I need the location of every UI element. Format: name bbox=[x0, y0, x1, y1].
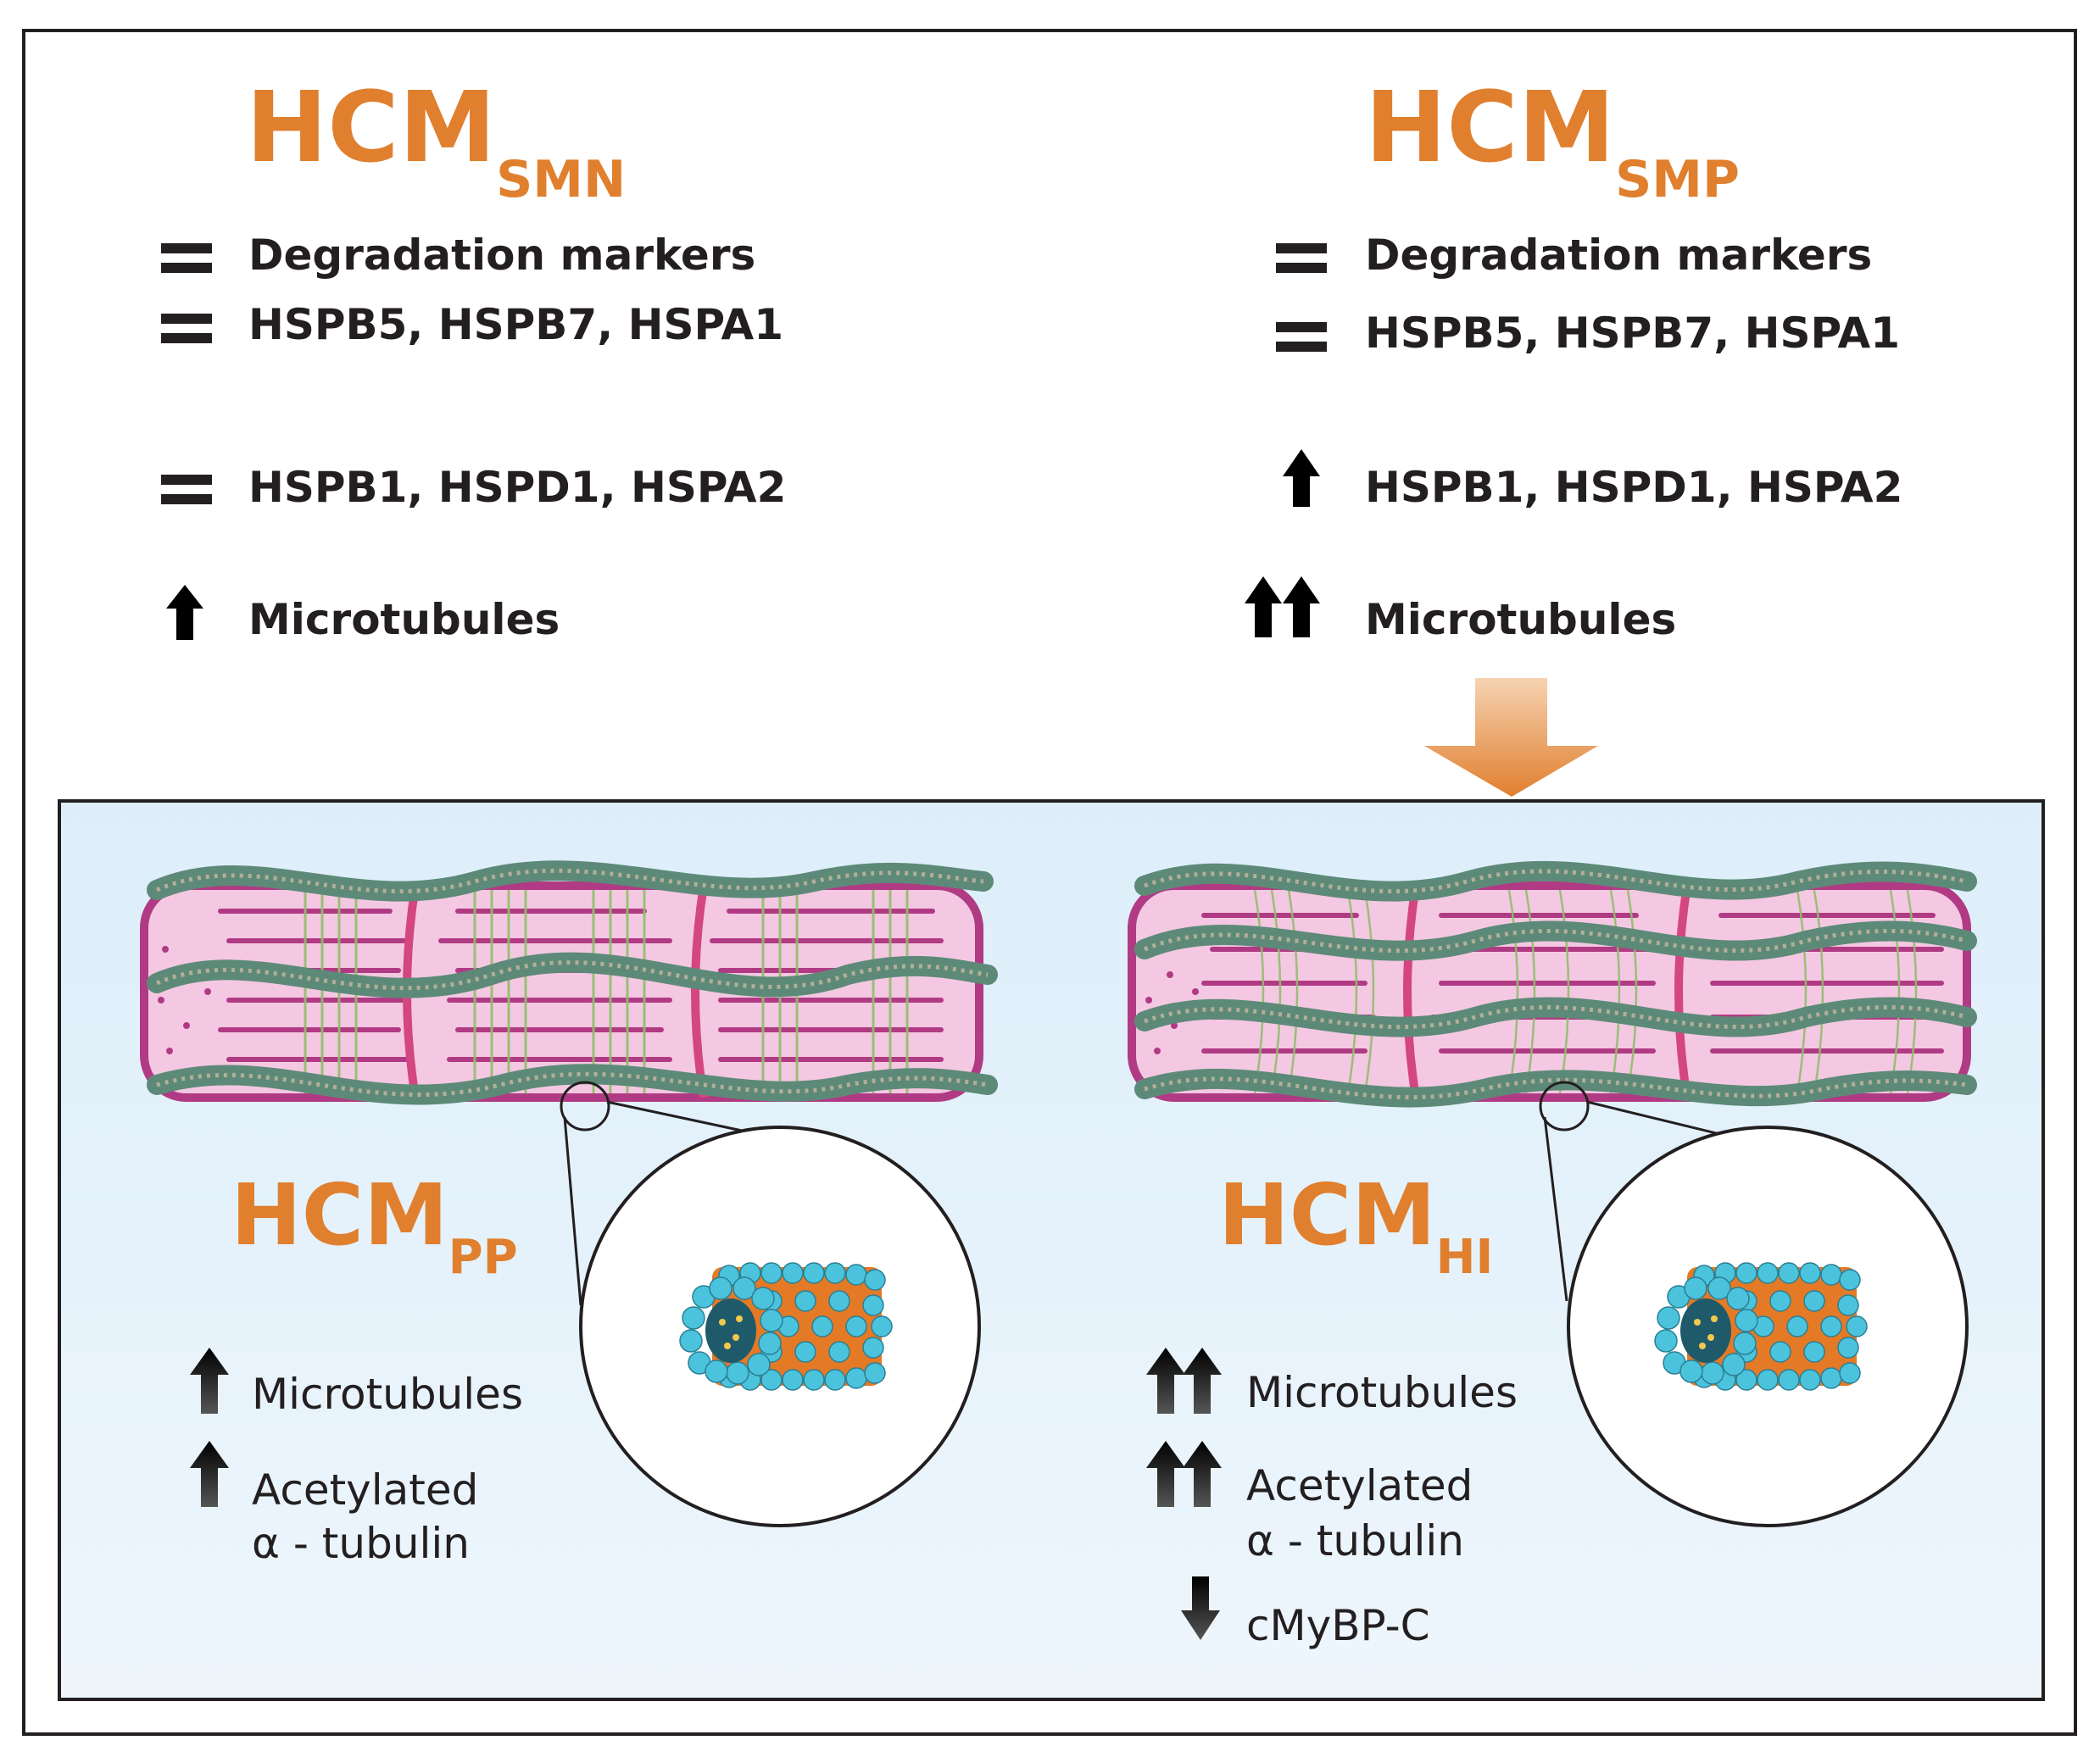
hi-label-cmybpc: cMyBP-C bbox=[1246, 1601, 1430, 1650]
arrow-up-icon bbox=[166, 585, 203, 640]
pp-label-microtubules: Microtubules bbox=[252, 1370, 523, 1419]
hi-label-tubulin: α - tubulin bbox=[1246, 1516, 1464, 1565]
arrow-up-icon bbox=[190, 1441, 229, 1507]
smn-label-degradation: Degradation markers bbox=[248, 231, 755, 280]
equal-icon bbox=[1276, 322, 1327, 352]
smp-label-hspb5: HSPB5, HSPB7, HSPA1 bbox=[1365, 309, 1900, 358]
arrow-up-icon bbox=[1283, 449, 1320, 507]
panel-hi-title: HCMHI bbox=[1218, 1165, 1493, 1285]
panel-smn-title: HCMSMN bbox=[246, 71, 626, 209]
hi-label-microtubules: Microtubules bbox=[1246, 1368, 1518, 1417]
pp-label-tubulin: α - tubulin bbox=[252, 1519, 470, 1568]
equal-icon bbox=[161, 475, 212, 504]
cardiomyocyte-hi bbox=[1128, 860, 1977, 1108]
equal-icon bbox=[161, 314, 212, 343]
panel-pp-title: HCMPP bbox=[231, 1165, 518, 1285]
microtubule-structure-icon bbox=[1654, 1262, 1868, 1391]
smp-label-hspb1: HSPB1, HSPD1, HSPA2 bbox=[1365, 463, 1902, 512]
smn-label-hspb1: HSPB1, HSPD1, HSPA2 bbox=[248, 463, 786, 512]
equal-icon bbox=[1276, 243, 1327, 273]
double-arrow-up-icon bbox=[1245, 576, 1320, 637]
arrow-down-icon bbox=[1181, 1576, 1220, 1640]
panel-smn: HCMSMN Degradation markers HSPB5, HSPB7,… bbox=[161, 71, 786, 644]
double-arrow-up-icon bbox=[1146, 1441, 1222, 1507]
microtubule-structure-icon bbox=[679, 1262, 893, 1391]
double-arrow-up-icon bbox=[1146, 1348, 1222, 1414]
smn-label-hspb5: HSPB5, HSPB7, HSPA1 bbox=[248, 300, 783, 349]
panel-smp: HCMSMP Degradation markers HSPB5, HSPB7,… bbox=[1245, 71, 1902, 644]
smp-label-degradation: Degradation markers bbox=[1365, 231, 1872, 280]
smn-label-microtubules: Microtubules bbox=[248, 595, 560, 644]
panel-smp-title: HCMSMP bbox=[1365, 71, 1740, 209]
equal-icon bbox=[161, 243, 212, 273]
arrow-up-icon bbox=[190, 1348, 229, 1414]
cardiomyocyte-pp bbox=[140, 860, 998, 1105]
transition-arrow-icon bbox=[1424, 678, 1598, 797]
smp-label-microtubules: Microtubules bbox=[1365, 595, 1676, 644]
pp-label-acetylated: Acetylated bbox=[252, 1465, 478, 1515]
hi-label-acetylated: Acetylated bbox=[1246, 1461, 1473, 1510]
